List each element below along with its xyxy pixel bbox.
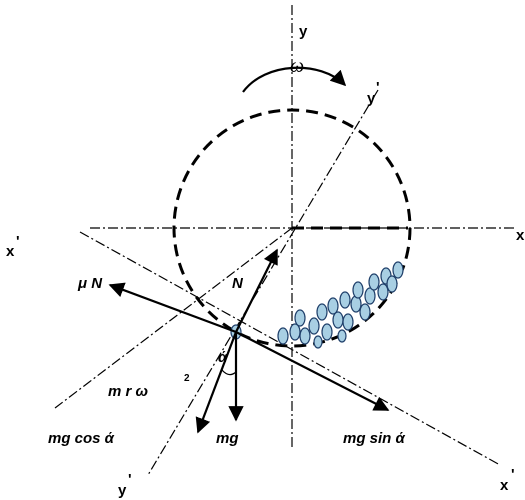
particle <box>332 311 344 329</box>
x-prime-bottom-mark: ' <box>511 466 515 483</box>
drum-circle <box>172 108 412 348</box>
y-prime-bottom-label: y <box>118 482 127 499</box>
mg-sin-label: mg sin ά <box>343 430 406 447</box>
particle <box>327 297 339 315</box>
particle <box>377 283 389 301</box>
particle <box>352 281 364 299</box>
particle <box>299 327 311 345</box>
rotation-arrow <box>242 66 347 93</box>
friction-label: μ N <box>77 275 103 292</box>
particle <box>386 275 398 293</box>
normal-force-arrow <box>235 248 278 333</box>
friction-force-arrow <box>108 282 237 334</box>
normal-label: N <box>232 275 244 292</box>
x-prime-left-label: x <box>6 243 15 260</box>
alpha-angle-arc <box>221 369 237 376</box>
x-prime-left-mark: ' <box>16 233 20 250</box>
particle <box>277 327 289 345</box>
mg-sin-arrow <box>235 331 390 411</box>
particle <box>337 329 347 343</box>
particle <box>321 323 333 341</box>
x-prime-axis <box>79 231 501 466</box>
particle-cluster <box>277 261 404 349</box>
particle <box>368 273 380 291</box>
particle <box>294 309 306 327</box>
alpha-label: ά <box>218 349 228 366</box>
y-prime-top-mark: ' <box>376 79 380 96</box>
x-axis-label: x <box>516 227 525 244</box>
omega-label: ω <box>290 55 304 77</box>
particle <box>339 291 351 309</box>
x-prime-bottom-label: x <box>500 477 509 494</box>
particle <box>313 335 323 349</box>
particle <box>308 317 320 335</box>
particle <box>392 261 404 279</box>
y-prime-bottom-mark: ' <box>128 471 132 488</box>
y-axis-label: y <box>299 23 308 40</box>
particle <box>289 323 301 341</box>
centripetal-label: m r ω <box>108 383 149 400</box>
particle <box>316 303 328 321</box>
particle <box>359 303 371 321</box>
mg-cos-arrow <box>195 331 238 434</box>
y-prime-axis <box>147 89 379 476</box>
tilted-guide-line <box>54 227 293 409</box>
particle <box>350 295 362 313</box>
y-prime-top-label: y <box>367 90 376 107</box>
mg-label: mg <box>216 430 239 447</box>
centripetal-exponent: 2 <box>184 373 190 384</box>
mg-cos-label: mg cos ά <box>48 430 115 447</box>
particle <box>342 313 354 331</box>
